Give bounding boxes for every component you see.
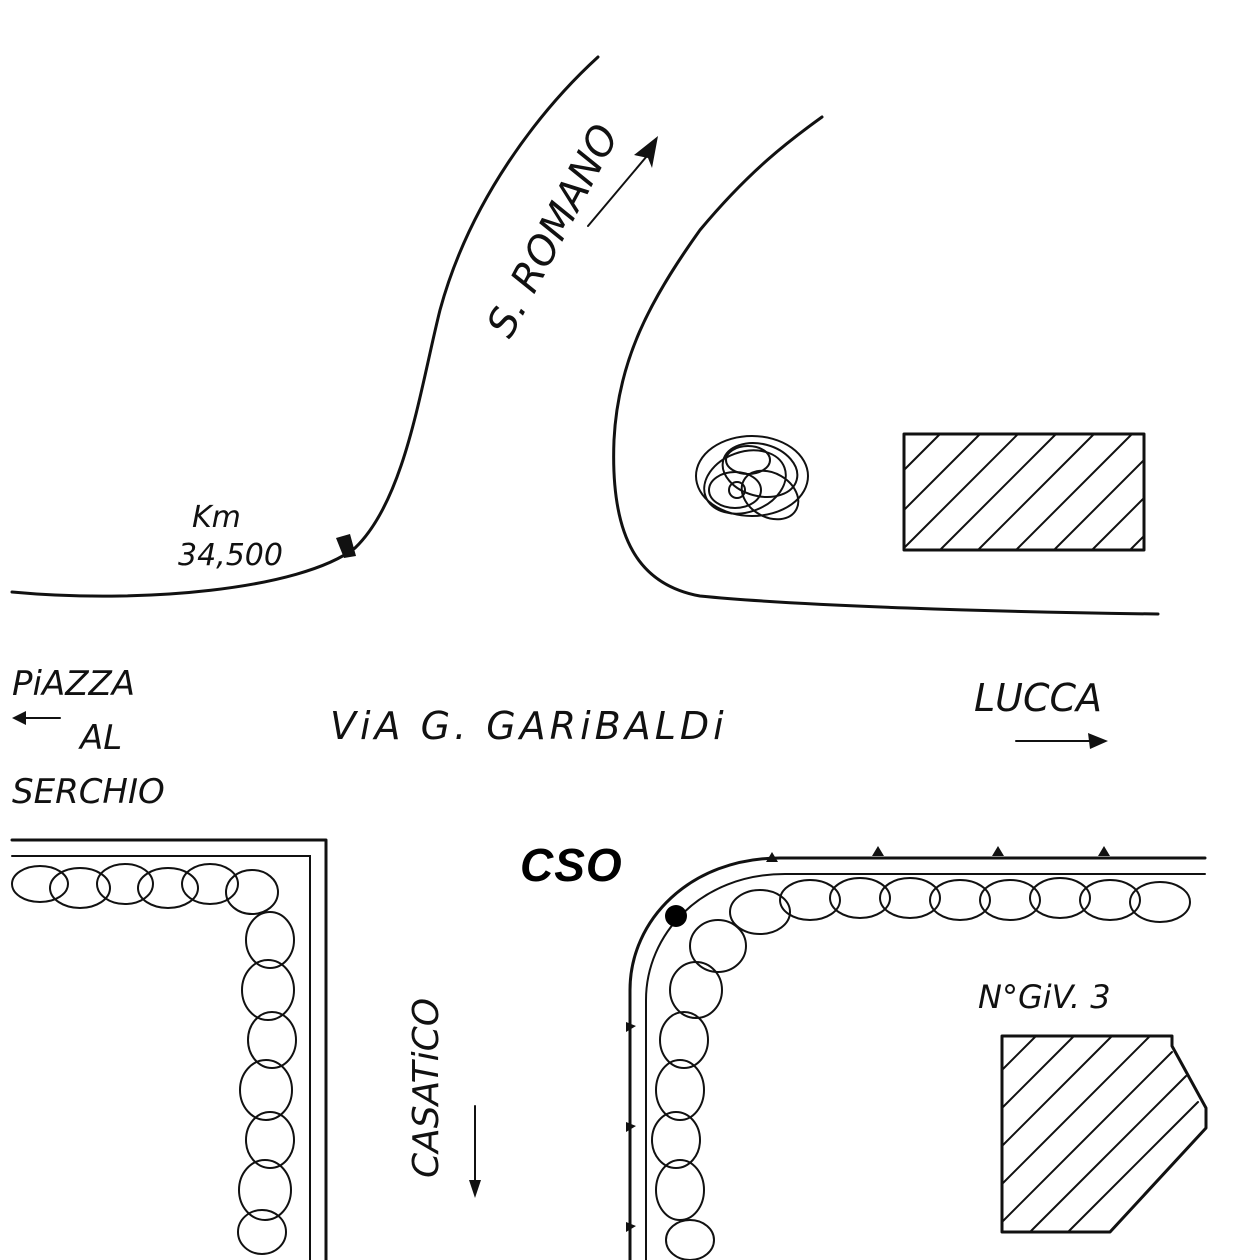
km-value-label: 34,500 xyxy=(178,538,283,573)
s-romano-road-left-edge xyxy=(10,55,600,598)
block-bottom-left xyxy=(10,838,328,1260)
lucca-arrow xyxy=(1015,733,1108,749)
s-romano-road-right-edge xyxy=(612,115,1160,616)
tree-scribble xyxy=(695,435,809,521)
piazza-label-line3: SERCHIO xyxy=(12,772,165,812)
piazza-label-line1: PiAZZA xyxy=(12,664,136,704)
s-romano-arrow xyxy=(587,136,658,227)
piazza-arrow xyxy=(12,711,61,725)
km-label: Km xyxy=(192,500,241,535)
building-hatched-top xyxy=(902,432,1146,552)
piazza-label-line2: AL xyxy=(80,718,123,758)
casatico-label: CASATiCO xyxy=(406,998,447,1178)
lucca-label: LUCCA xyxy=(974,676,1103,720)
cso-label: CSO xyxy=(520,839,623,891)
km-marker-stone xyxy=(336,534,356,558)
block-bottom-right xyxy=(626,846,1207,1260)
building-hatched-bottom xyxy=(1000,1034,1208,1234)
civic-number-label: N°GiV. 3 xyxy=(978,978,1111,1016)
s-romano-label: S. ROMANO xyxy=(478,117,628,345)
casatico-arrow xyxy=(469,1105,481,1198)
cso-point-marker xyxy=(665,905,687,927)
via-garibaldi-label: ViA G. GARiBALDi xyxy=(330,704,728,748)
